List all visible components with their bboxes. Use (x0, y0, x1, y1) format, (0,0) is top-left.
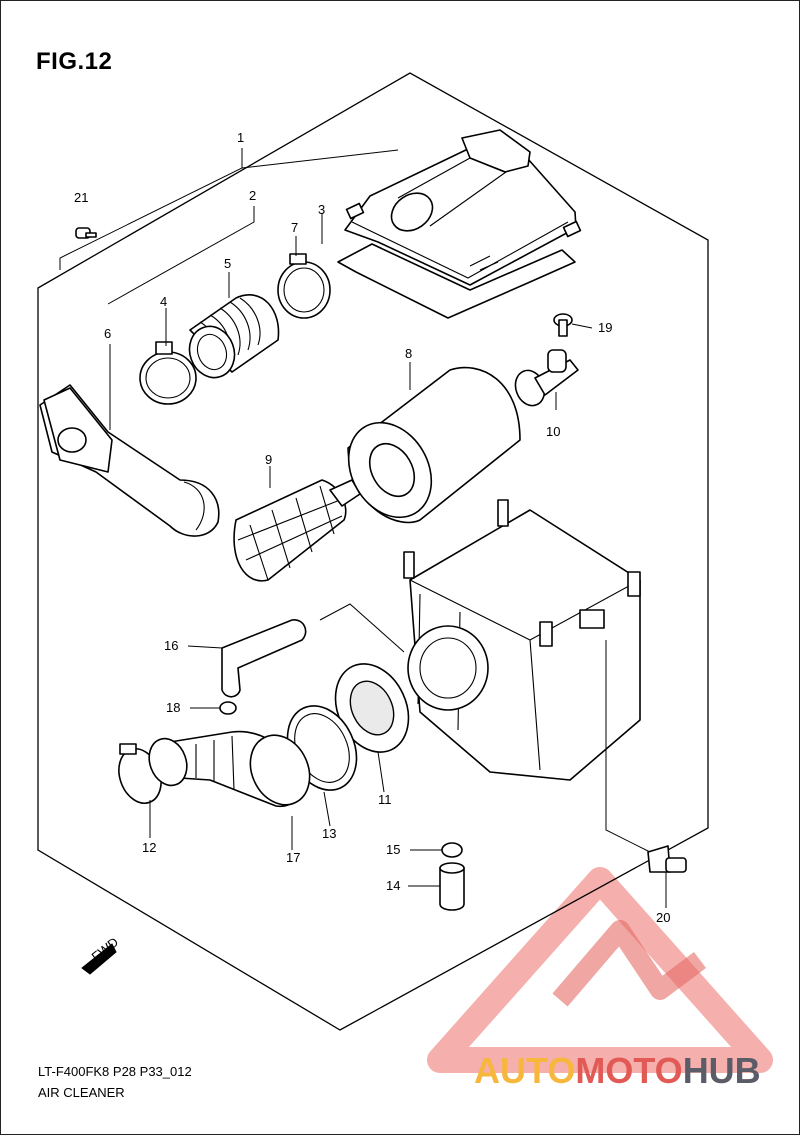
screw-19 (553, 313, 573, 337)
callout-12: 12 (142, 840, 156, 855)
air-filter-element (347, 366, 521, 524)
callout-4: 4 (160, 294, 167, 309)
callout-17: 17 (286, 850, 300, 865)
callout-18: 18 (166, 700, 180, 715)
diagram-caption: AIR CLEANER (38, 1085, 125, 1100)
fwd-arrow: FWD (81, 934, 121, 975)
callout-5: 5 (224, 256, 231, 271)
callout-15: 15 (386, 842, 400, 857)
hose-16 (221, 619, 307, 698)
callout-2: 2 (249, 188, 256, 203)
callout-13: 13 (322, 826, 336, 841)
clamp-7 (277, 253, 331, 319)
callout-3: 3 (318, 202, 325, 217)
air-cleaner-cap (337, 129, 582, 319)
callout-9: 9 (265, 452, 272, 467)
intake-boot (188, 294, 280, 379)
clamp-12 (118, 737, 188, 804)
leader-lines (59, 148, 667, 908)
watermark-logo (427, 867, 773, 1073)
intake-duct (39, 384, 220, 537)
screen-11 (334, 663, 410, 753)
diagram-code: LT-F400FK8 P28 P33_012 (38, 1064, 192, 1079)
callout-11: 11 (378, 792, 392, 807)
bolt-20 (647, 845, 687, 873)
figure-title: FIG.12 (36, 48, 113, 75)
callout-19: 19 (598, 320, 612, 335)
callout-1: 1 (237, 130, 244, 145)
callout-14: 14 (386, 878, 400, 893)
callout-20: 20 (656, 910, 670, 925)
callout-16: 16 (164, 638, 178, 653)
bolt-21 (75, 227, 97, 239)
plug-14 (439, 862, 465, 911)
callout-10: 10 (546, 424, 560, 439)
callout-21: 21 (74, 190, 88, 205)
callout-6: 6 (104, 326, 111, 341)
clamp-4 (139, 341, 197, 405)
assembly-frame (37, 72, 709, 1031)
filter-cage (233, 479, 361, 582)
watermark-text: AUTOMOTOHUB (474, 1050, 761, 1091)
outlet-tube-17 (169, 730, 311, 808)
air-cleaner-case (403, 499, 641, 781)
callout-8: 8 (405, 346, 412, 361)
clip-15 (441, 842, 463, 858)
callout-numbers: 1 2 3 4 5 6 7 8 9 10 11 12 13 14 15 16 1… (74, 130, 670, 925)
callout-7: 7 (291, 220, 298, 235)
clip-18 (219, 701, 237, 715)
clamp-10 (514, 349, 579, 407)
